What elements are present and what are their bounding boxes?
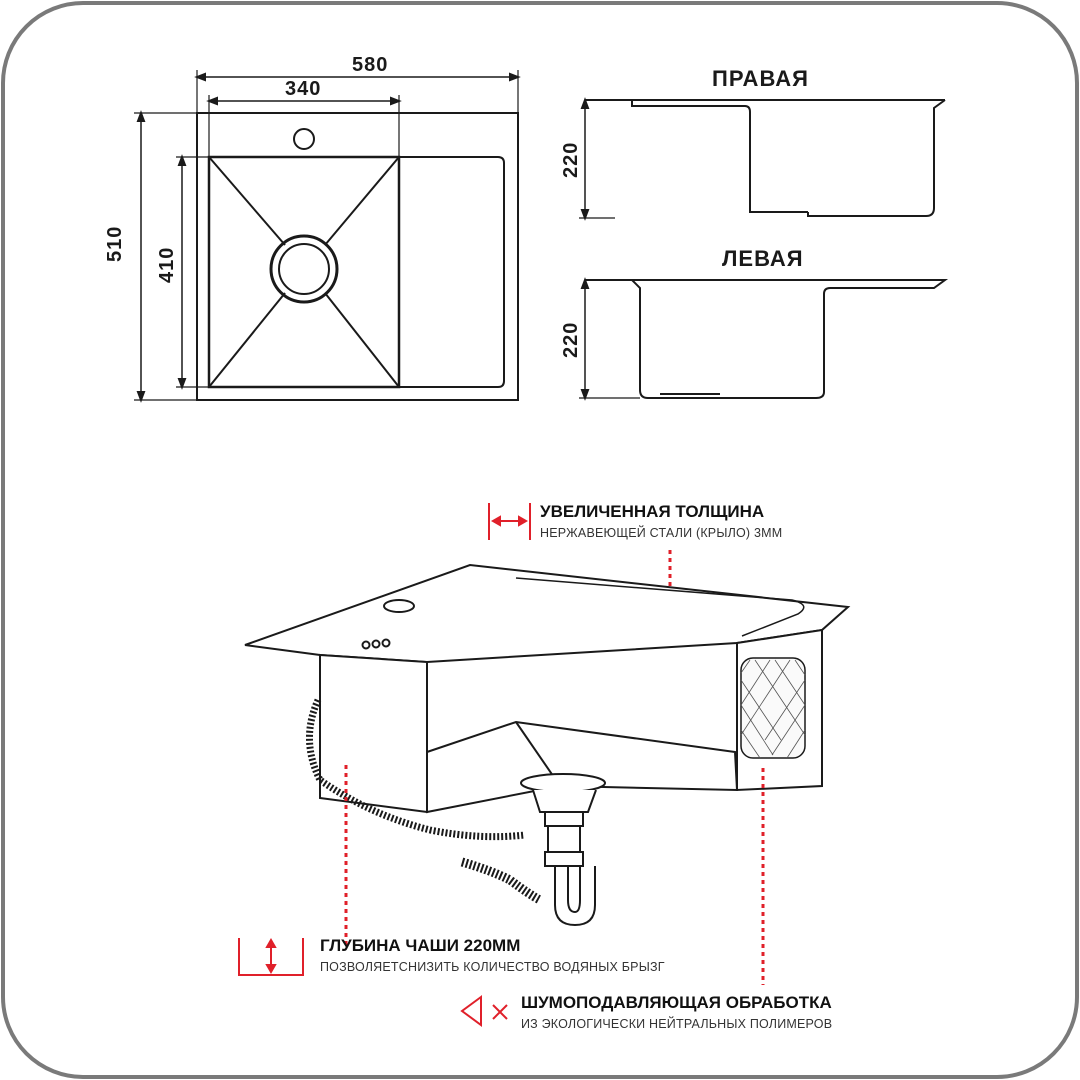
perspective-view: [244, 563, 851, 927]
depth-left-label: 220: [560, 321, 582, 358]
dim-height-bowl: 410: [156, 246, 178, 283]
bowl-outline: [207, 155, 401, 389]
side-left-title: ЛЕВАЯ: [722, 246, 804, 271]
thickness-title: УВЕЛИЧЕННАЯ ТОЛЩИНА: [540, 502, 765, 521]
noise-title: ШУМОПОДАВЛЯЮЩАЯ ОБРАБОТКА: [521, 993, 832, 1012]
sink-outline: [196, 112, 519, 401]
depth-sub: ПОЗВОЛЯЕТСНИЗИТЬ КОЛИЧЕСТВО ВОДЯНЫХ БРЫЗ…: [320, 960, 665, 974]
thickness-sub: НЕРЖАВЕЮЩЕЙ СТАЛИ (КРЫЛО) 3ММ: [540, 526, 783, 540]
noise-pad: [740, 657, 806, 759]
dim-width-bowl: 340: [285, 78, 322, 100]
drain-outer: [269, 234, 339, 304]
siphon: [554, 866, 596, 927]
side-view-right: [579, 97, 946, 221]
side-right-title: ПРАВАЯ: [712, 66, 809, 91]
faucet-hole: [293, 128, 315, 150]
drain-body: [520, 773, 606, 793]
noise-icon: [460, 995, 482, 1027]
dim-width-total: 580: [352, 54, 389, 76]
side-view-left: [579, 277, 949, 401]
depth-right-label: 220: [560, 141, 582, 178]
depth-title: ГЛУБИНА ЧАШИ 220ММ: [320, 936, 521, 955]
top-view: [134, 70, 521, 403]
noise-sub: ИЗ ЭКОЛОГИЧЕСКИ НЕЙТРАЛЬНЫХ ПОЛИМЕРОВ: [521, 1017, 833, 1031]
drain-inner: [278, 243, 330, 295]
annotations: [238, 503, 765, 1027]
dim-height-total: 510: [104, 225, 126, 262]
wing-outline: [399, 156, 505, 388]
